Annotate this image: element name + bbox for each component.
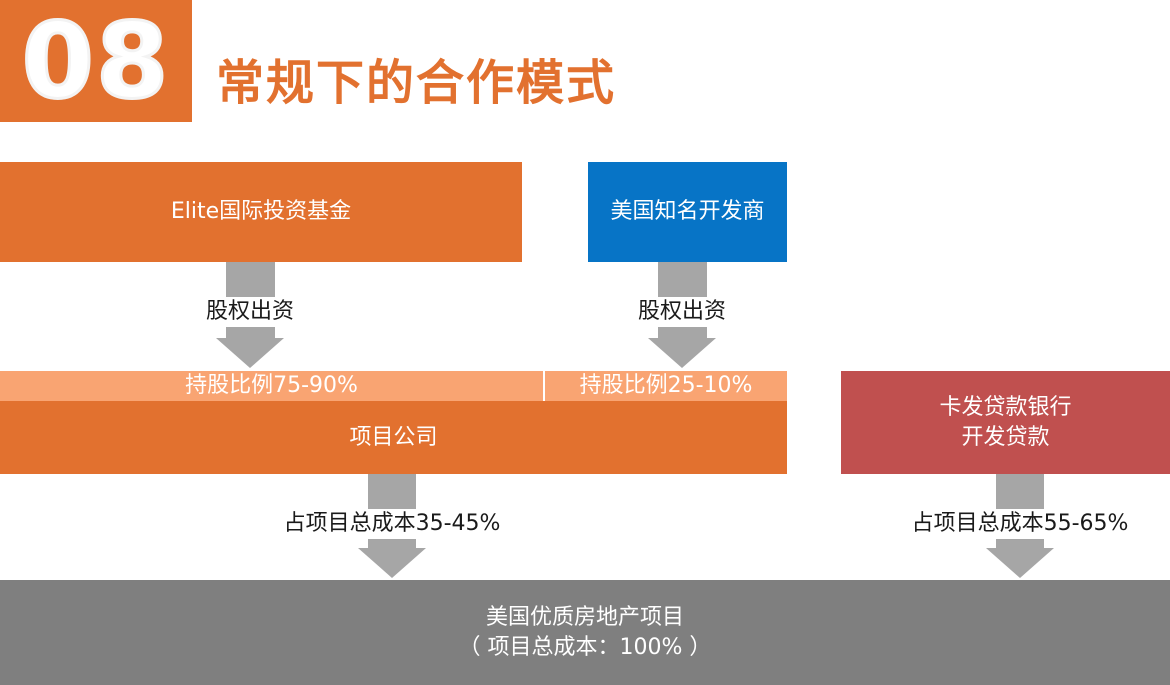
fund-share-stripe: 持股比例75-90% (0, 371, 543, 401)
fund-box: Elite国际投资基金 (0, 162, 522, 262)
bank-label-wrap: 占项目总成本55-65% (880, 508, 1160, 540)
developer-box: 美国知名开发商 (588, 162, 787, 262)
page-title: 常规下的合作模式 (216, 55, 617, 111)
developer-share-stripe: 持股比例25-10% (545, 371, 787, 401)
developer-equity-label: 股权出资 (635, 297, 728, 327)
property-box-line2: （ 项目总成本：100% ） (458, 634, 712, 660)
fund-label-wrap: 股权出资 (150, 296, 350, 328)
bank-box-line1: 卡发贷款银行 (939, 394, 1072, 420)
section-number: 08 (20, 0, 171, 124)
developer-arrow-head (648, 338, 716, 368)
section-number-badge: 08 (0, 0, 192, 124)
bank-box-line2: 开发贷款 (961, 424, 1050, 450)
company-label-wrap: 占项目总成本35-45% (252, 508, 532, 540)
project-company-box: 项目公司 (0, 401, 787, 474)
developer-label-wrap: 股权出资 (582, 296, 782, 328)
bank-cost-label: 占项目总成本55-65% (909, 509, 1131, 539)
property-box-line1: 美国优质房地产项目 (485, 604, 684, 630)
fund-equity-label: 股权出资 (203, 297, 296, 327)
property-box: 美国优质房地产项目 （ 项目总成本：100% ） (0, 580, 1170, 685)
bank-box: 卡发贷款银行 开发贷款 (841, 371, 1170, 474)
bank-arrow-head (986, 548, 1054, 578)
company-arrow-head (358, 548, 426, 578)
fund-arrow-head (216, 338, 284, 368)
company-cost-label: 占项目总成本35-45% (281, 509, 503, 539)
